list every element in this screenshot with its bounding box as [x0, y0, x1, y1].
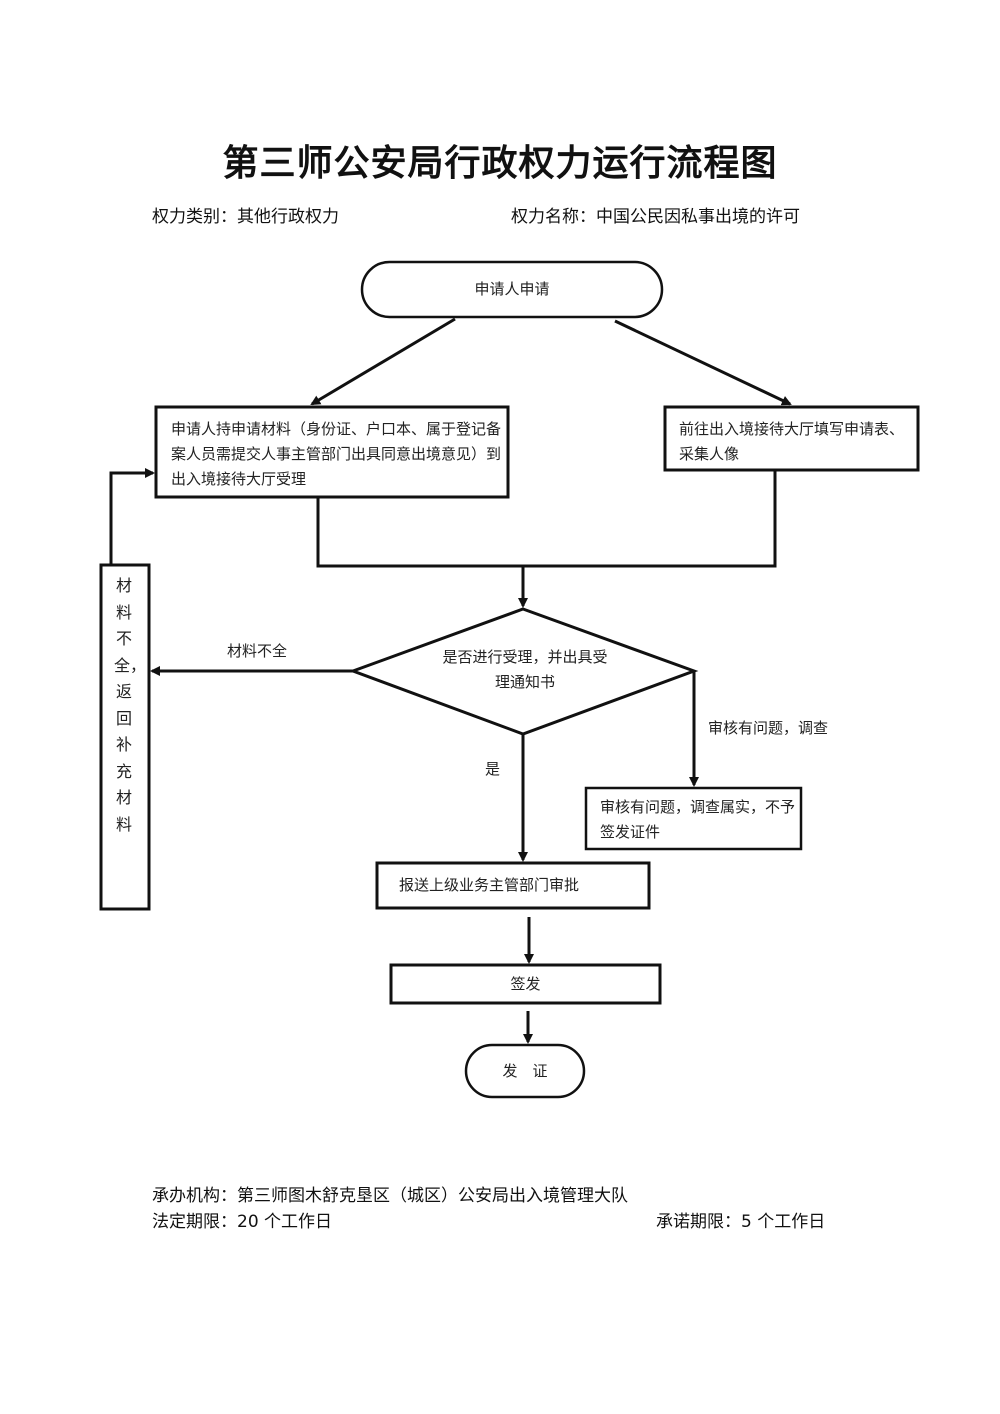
legal-deadline-value: 20 个工作日 — [237, 1212, 333, 1232]
power-category-label: 权力类别： — [152, 207, 237, 227]
submit-materials-label: 申请人持申请材料（身份证、户口本、属于登记备案人员需提交人事主管部门出具同意出境… — [171, 420, 502, 488]
fill-form-label: 前往出入境接待大厅填写申请表、采集人像 — [679, 420, 905, 463]
incomplete-return-label: 材料不全，返回补充材料 — [114, 576, 147, 834]
edge-start-to-fill-form — [614, 319, 792, 406]
start-terminal — [360, 260, 664, 319]
problem-edge-label: 审核有问题，调查 — [708, 719, 829, 737]
incomplete-return-box — [99, 563, 151, 911]
fill-form-box — [663, 405, 920, 472]
promised-deadline: 承诺期限：5 个工作日 — [656, 1207, 825, 1232]
rejected-box — [584, 786, 803, 851]
end-label: 发 证 — [502, 1062, 548, 1080]
edge-start-to-submit — [310, 317, 456, 406]
sign-issue-box — [389, 963, 662, 1005]
start-label: 申请人申请 — [474, 280, 550, 298]
decision-label: 是否进行受理，并出具受理通知书 — [442, 648, 608, 691]
power-name-label: 权力名称： — [511, 207, 596, 227]
agency: 承办机构：第三师图木舒克垦区（城区）公安局出入境管理大队 — [152, 1181, 628, 1206]
page-title: 第三师公安局行政权力运行流程图 — [222, 142, 778, 184]
agency-value: 第三师图木舒克垦区（城区）公安局出入境管理大队 — [237, 1186, 628, 1206]
incomplete-edge-label: 材料不全 — [227, 642, 288, 660]
edge-return-to-submit — [109, 468, 155, 565]
rejected-label: 审核有问题，调查属实，不予签发证件 — [600, 798, 796, 841]
report-approval-label: 报送上级业务主管部门审批 — [399, 876, 580, 894]
end-terminal — [464, 1043, 586, 1099]
power-category: 权力类别：其他行政权力 — [152, 202, 339, 227]
submit-materials-box — [154, 405, 510, 499]
agency-label: 承办机构： — [152, 1186, 237, 1206]
power-name: 权力名称：中国公民因私事出境的许可 — [511, 202, 800, 227]
power-name-value: 中国公民因私事出境的许可 — [596, 207, 800, 227]
promised-deadline-value: 5 个工作日 — [741, 1212, 826, 1232]
promised-deadline-label: 承诺期限： — [656, 1212, 741, 1232]
power-category-value: 其他行政权力 — [237, 207, 339, 227]
legal-deadline-label: 法定期限： — [152, 1212, 237, 1232]
edge-submit-merge — [316, 470, 777, 568]
yes-edge-label: 是 — [485, 760, 501, 778]
report-approval-box — [375, 861, 651, 910]
sign-issue-label: 签发 — [510, 975, 541, 993]
legal-deadline: 法定期限：20 个工作日 — [152, 1207, 332, 1232]
